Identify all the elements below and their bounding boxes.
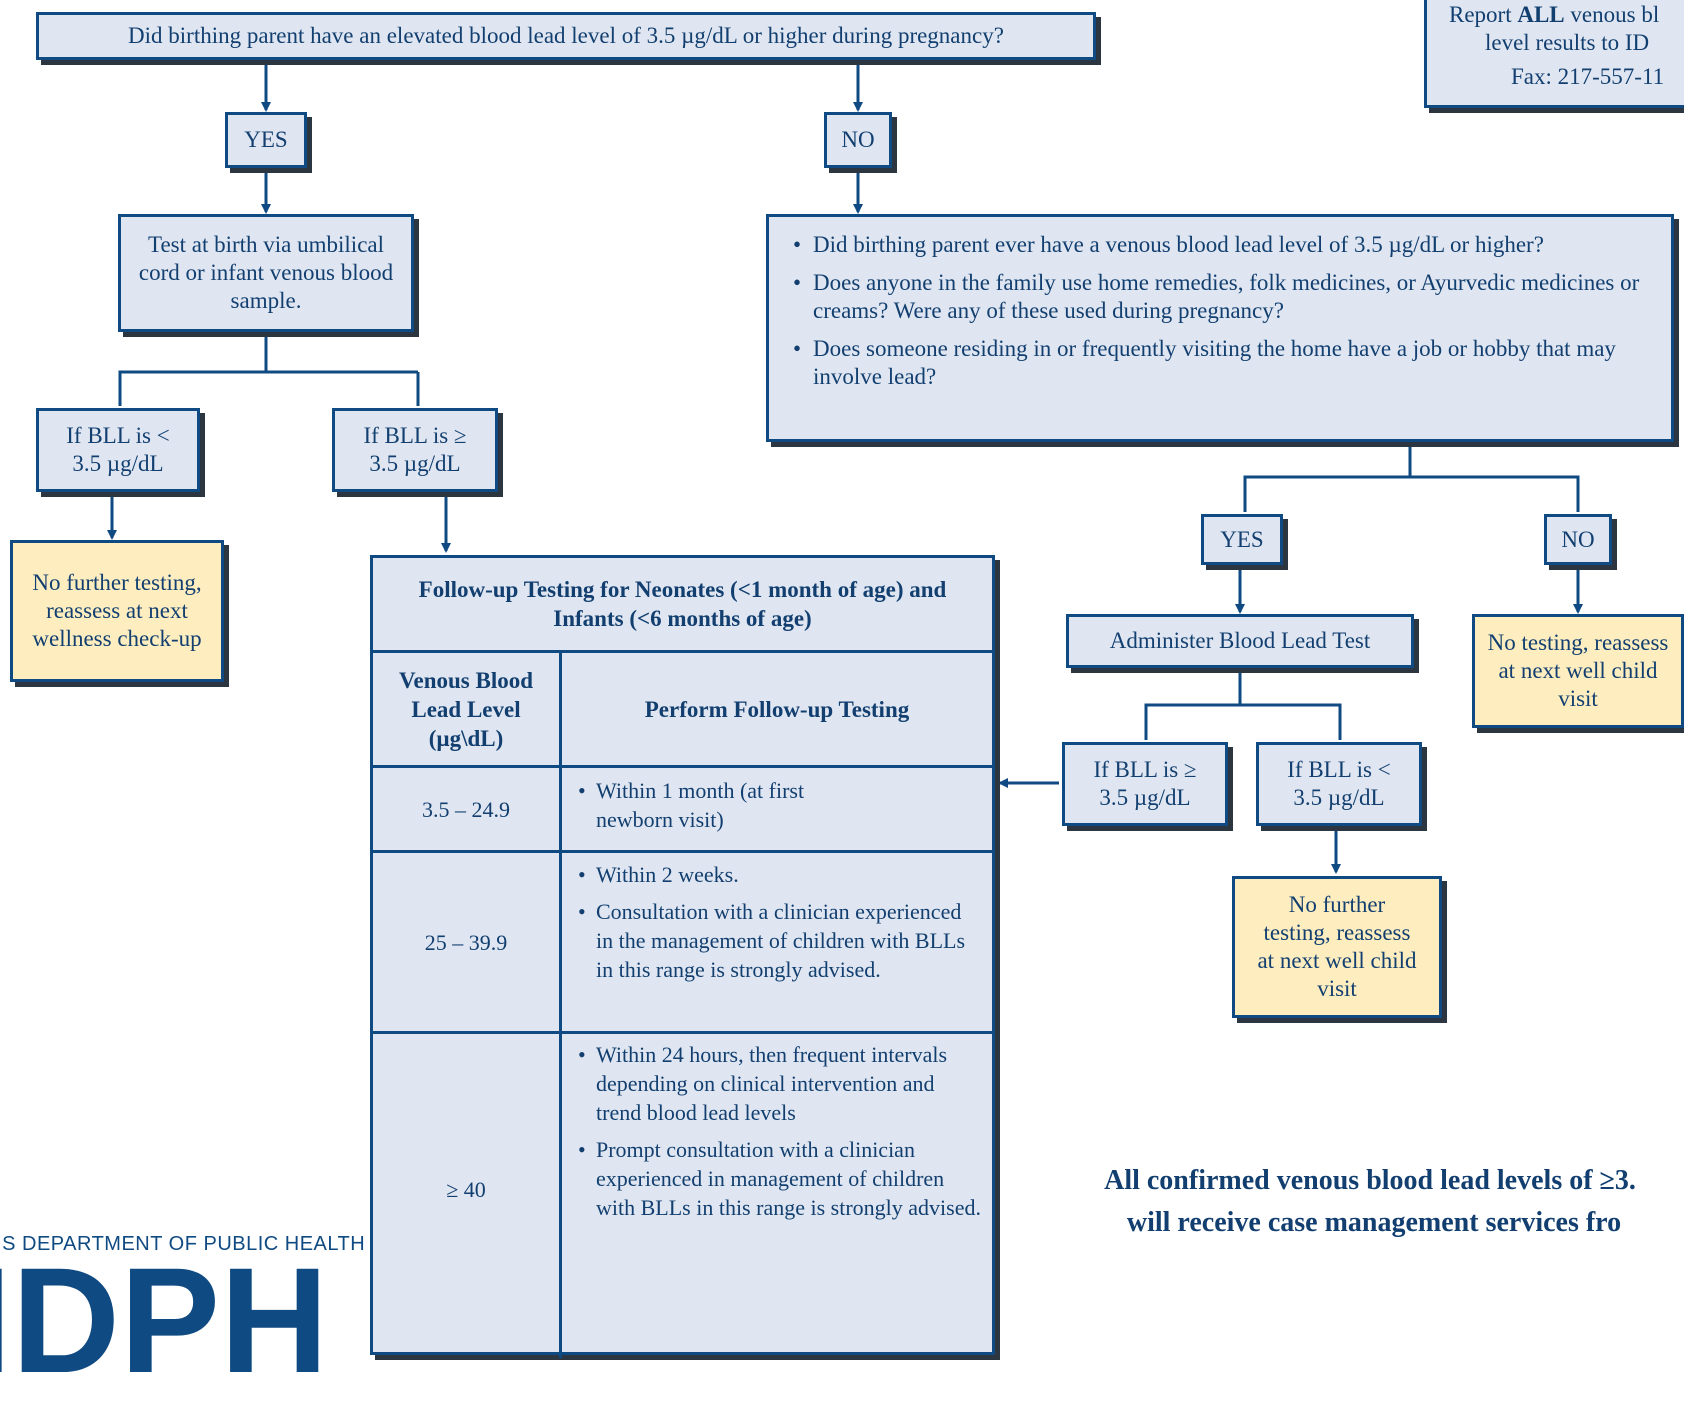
screening-question-1: Did birthing parent ever have a venous b… bbox=[787, 231, 1655, 259]
left-bll-low-text: If BLL is < 3.5 µg/dL bbox=[66, 423, 170, 476]
case-management-line1: All confirmed venous blood lead levels o… bbox=[1104, 1165, 1636, 1196]
right-no-testing-box: No testing, reassess at next well child … bbox=[1472, 614, 1684, 728]
left-no-further-box: No further testing, reassess at next wel… bbox=[10, 540, 224, 682]
table-column-divider bbox=[559, 653, 562, 1358]
case-management-line2: will receive case management services fr… bbox=[1126, 1207, 1622, 1238]
table-row-1-actions: Within 1 month (at first newborn visit) bbox=[562, 776, 982, 842]
case-management-note: All confirmed venous blood lead levels o… bbox=[1000, 1160, 1684, 1244]
no-box-top: NO bbox=[824, 112, 892, 168]
test-at-birth-text: Test at birth via umbilical cord or infa… bbox=[138, 232, 394, 313]
row1-level-text: 3.5 – 24.9 bbox=[422, 796, 510, 822]
right-no-further-text: No further testing, reassess at next wel… bbox=[1257, 892, 1417, 1001]
report-line1-pre: Report bbox=[1449, 2, 1518, 27]
row3-action-2: Prompt consultation with a clinician exp… bbox=[572, 1135, 982, 1222]
report-line2: level results to ID bbox=[1485, 30, 1650, 55]
table-col1-header: Venous Blood Lead Level (µg\dL) bbox=[373, 653, 559, 765]
screening-question-2: Does anyone in the family use home remed… bbox=[787, 269, 1655, 325]
table-row-1-level: 3.5 – 24.9 bbox=[373, 768, 559, 850]
table-divider bbox=[373, 765, 992, 768]
yes-box-left: YES bbox=[225, 112, 307, 168]
row2-action-1: Within 2 weeks. bbox=[572, 860, 982, 889]
table-title: Follow-up Testing for Neonates (<1 month… bbox=[373, 558, 992, 650]
idph-logo-caption: OIS DEPARTMENT OF PUBLIC HEALTH bbox=[0, 1233, 366, 1255]
yes-label-right: YES bbox=[1220, 526, 1264, 552]
table-row-3-level: ≥ 40 bbox=[373, 1034, 559, 1344]
table-divider bbox=[373, 650, 992, 653]
right-bll-high-box: If BLL is ≥ 3.5 µg/dL bbox=[1062, 742, 1228, 826]
right-bll-high-text: If BLL is ≥ 3.5 µg/dL bbox=[1093, 757, 1197, 810]
right-bll-low-box: If BLL is < 3.5 µg/dL bbox=[1256, 742, 1422, 826]
yes-label-left: YES bbox=[244, 127, 288, 152]
row3-action-1: Within 24 hours, then frequent intervals… bbox=[572, 1040, 982, 1127]
report-fax: Fax: 217-557-11 bbox=[1511, 64, 1665, 89]
left-bll-high-text: If BLL is ≥ 3.5 µg/dL bbox=[363, 423, 467, 476]
top-question-box: Did birthing parent have an elevated blo… bbox=[36, 12, 1096, 60]
no-label-right: NO bbox=[1561, 526, 1595, 552]
administer-test-box: Administer Blood Lead Test bbox=[1066, 614, 1414, 668]
report-line1: Report ALL venous bl bbox=[1449, 1, 1684, 29]
table-row-3-actions: Within 24 hours, then frequent intervals… bbox=[562, 1040, 982, 1230]
report-box: Report ALL venous bl level results to ID… bbox=[1424, 0, 1684, 108]
row3-level-text: ≥ 40 bbox=[446, 1176, 486, 1202]
col2-header-text: Perform Follow-up Testing bbox=[644, 696, 910, 722]
table-divider bbox=[373, 1031, 992, 1034]
right-bll-low-text: If BLL is < 3.5 µg/dL bbox=[1287, 757, 1391, 810]
follow-up-table: Follow-up Testing for Neonates (<1 month… bbox=[370, 555, 995, 1358]
table-row-2-actions: Within 2 weeks. Consultation with a clin… bbox=[562, 860, 982, 992]
no-label-top: NO bbox=[841, 127, 875, 152]
screening-question-3: Does someone residing in or frequently v… bbox=[787, 335, 1655, 391]
flowchart-connectors bbox=[107, 60, 1583, 874]
screening-questions-box: Did birthing parent ever have a venous b… bbox=[766, 214, 1674, 442]
left-bll-high-box: If BLL is ≥ 3.5 µg/dL bbox=[332, 408, 498, 492]
screening-questions-list: Did birthing parent ever have a venous b… bbox=[769, 217, 1671, 391]
row1-action-1: Within 1 month (at first newborn visit) bbox=[572, 776, 826, 834]
idph-logo: IDPH bbox=[0, 1236, 329, 1404]
left-bll-low-box: If BLL is < 3.5 µg/dL bbox=[36, 408, 200, 492]
col1-header-text: Venous Blood Lead Level (µg\dL) bbox=[398, 667, 533, 751]
report-line1-post: venous bl bbox=[1564, 2, 1660, 27]
yes-box-right: YES bbox=[1201, 514, 1283, 565]
row2-action-2: Consultation with a clinician experience… bbox=[572, 897, 982, 984]
row2-level-text: 25 – 39.9 bbox=[424, 929, 508, 955]
table-title-text: Follow-up Testing for Neonates (<1 month… bbox=[418, 577, 947, 631]
table-row-2-level: 25 – 39.9 bbox=[373, 853, 559, 1031]
top-question-text: Did birthing parent have an elevated blo… bbox=[128, 23, 1004, 48]
report-all-bold: ALL bbox=[1517, 2, 1565, 27]
administer-test-text: Administer Blood Lead Test bbox=[1109, 628, 1371, 653]
right-no-further-box: No further testing, reassess at next wel… bbox=[1232, 876, 1442, 1018]
table-col2-header: Perform Follow-up Testing bbox=[562, 653, 992, 765]
right-no-testing-text: No testing, reassess at next well child … bbox=[1487, 630, 1669, 711]
no-box-right: NO bbox=[1544, 514, 1612, 565]
test-at-birth-box: Test at birth via umbilical cord or infa… bbox=[118, 214, 414, 332]
table-divider bbox=[373, 850, 992, 853]
left-no-further-text: No further testing, reassess at next wel… bbox=[32, 570, 202, 651]
